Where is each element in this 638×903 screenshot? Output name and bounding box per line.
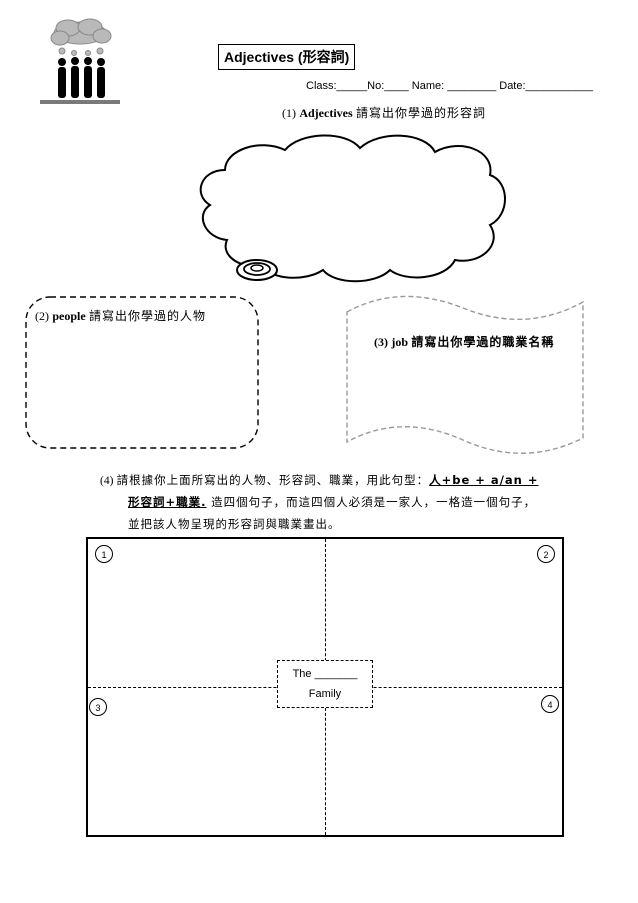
section1-keyword: Adjectives <box>299 106 353 120</box>
family-label: Family <box>308 688 342 700</box>
section2-instruction: 請寫出你學過的人物 <box>89 309 207 323</box>
sentence-pattern-part2: 形容詞+職業. <box>128 495 207 509</box>
section2-keyword: people <box>52 309 86 323</box>
section2-number: (2) <box>35 309 49 323</box>
section2-heading: (2) people 請寫出你學過的人物 <box>35 307 206 324</box>
section1-number: (1) <box>282 106 296 120</box>
student-info-line: Class:_____No:____ Name: ________ Date:_… <box>306 80 593 92</box>
section3-keyword: job <box>391 335 409 349</box>
sentence-pattern-part1: 人+be + a/an + <box>429 473 539 487</box>
adjectives-cloud <box>199 134 506 283</box>
people-thinking-clipart <box>40 18 120 104</box>
section4-number: (4) <box>100 475 114 487</box>
section4-instructions: (4) 請根據你上面所寫出的人物、形容詞、職業，用此句型：人+be + a/an… <box>100 470 570 536</box>
section3-number: (3) <box>374 335 388 349</box>
section3-instruction: 請寫出你學過的職業名稱 <box>411 335 555 349</box>
thought-cloud-icon <box>50 18 112 56</box>
section4-line3: 並把該人物呈現的形容詞與職業畫出。 <box>128 517 341 531</box>
section1-instruction: 請寫出你學過的形容詞 <box>356 106 487 120</box>
job-flag-box <box>346 295 584 454</box>
ground-line <box>40 100 120 104</box>
cell-number-4: 4 <box>541 695 559 713</box>
section3-heading: (3) job 請寫出你學過的職業名稱 <box>374 333 554 350</box>
cell-number-2: 2 <box>537 545 555 563</box>
cell-number-1: 1 <box>95 545 113 563</box>
page-title: Adjectives (形容詞) <box>218 44 356 70</box>
section4-line2: 造四個句子，而這四個人必須是一家人，一格造一個句子， <box>206 495 537 509</box>
section4-line1: 請根據你上面所寫出的人物、形容詞、職業，用此句型： <box>116 473 430 487</box>
people-box <box>25 296 259 449</box>
section1-heading: (1) Adjectives 請寫出你學過的形容詞 <box>282 104 486 121</box>
family-name-line: The _______ <box>292 668 358 680</box>
people-silhouettes <box>58 57 105 98</box>
cell-number-3: 3 <box>89 698 107 716</box>
family-name-box: The _______ Family <box>277 660 373 708</box>
